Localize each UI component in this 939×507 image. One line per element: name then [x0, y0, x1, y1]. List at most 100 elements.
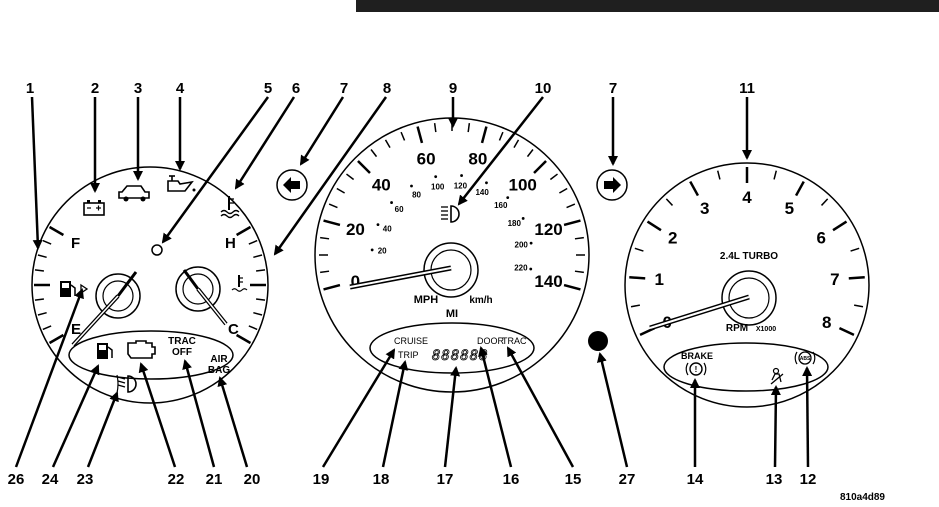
- kmh-label: 80: [412, 191, 421, 200]
- tach-warning-panel: [663, 342, 829, 392]
- callout-23: 23: [77, 471, 94, 488]
- aux-gauge-tick: [48, 225, 65, 237]
- kmh-label: 180: [508, 219, 522, 228]
- indicator-dot-5: [151, 244, 163, 256]
- speedo-tick: [563, 283, 581, 291]
- callout-10: 10: [535, 80, 552, 97]
- temp-hot-label: H: [225, 235, 236, 252]
- speedo-tick: [549, 173, 558, 181]
- svg-text:!: !: [695, 365, 698, 374]
- tach-tick: [838, 326, 855, 337]
- kmh-label: 60: [395, 205, 404, 214]
- tach-tick: [850, 247, 860, 252]
- kmh-label: 20: [378, 247, 387, 256]
- trac-indicator: TRAC: [502, 336, 527, 346]
- aux-gauge-tick: [235, 225, 252, 237]
- callout-1: 1: [26, 80, 34, 97]
- kmh-label: 220: [514, 263, 528, 272]
- callout-numbers: 1 2 3 4 5 6 7 8 9 10 7 11 26 24 23 22 21…: [8, 80, 817, 488]
- speedo-tick: [328, 203, 338, 209]
- speedo-mph-unit: MPH: [414, 294, 439, 306]
- door-indicator: DOOR: [477, 336, 505, 346]
- callout-12: 12: [800, 471, 817, 488]
- tach-tick: [848, 276, 865, 280]
- kmh-tick: [370, 248, 374, 252]
- trac-off-label-2: OFF: [172, 347, 192, 358]
- callout-13: 13: [766, 471, 783, 488]
- speedo-tick: [384, 139, 391, 148]
- tach-tick: [716, 170, 721, 180]
- kmh-tick: [529, 241, 533, 245]
- trip-indicator: TRIP: [398, 350, 419, 360]
- tach-label: 3: [700, 199, 709, 218]
- speedo-tick: [526, 149, 534, 158]
- speedo-tick: [574, 236, 584, 240]
- fuel-empty-label: E: [71, 321, 81, 338]
- callout-5: 5: [264, 80, 272, 97]
- fuel-pump-icon: [97, 343, 113, 359]
- callout-6: 6: [292, 80, 300, 97]
- tach-label: 5: [785, 199, 794, 218]
- aux-gauge-tick: [37, 254, 47, 259]
- kmh-label: 140: [475, 188, 489, 197]
- check-engine-icon: [127, 340, 156, 359]
- top-black-bar: [356, 0, 939, 12]
- kmh-tick: [485, 181, 488, 185]
- callout-2: 2: [91, 80, 99, 97]
- kmh-tick: [376, 223, 380, 227]
- speedo-tick: [400, 131, 406, 141]
- speedo-tick: [433, 123, 437, 133]
- tach-tick: [773, 170, 778, 180]
- speedo-kmh-unit: km/h: [469, 295, 492, 306]
- callout-22: 22: [168, 471, 185, 488]
- tach-tick: [665, 198, 674, 206]
- tach-tick: [630, 304, 641, 308]
- left-warning-panel: [68, 330, 234, 380]
- speedo-tick: [480, 126, 488, 144]
- kmh-label: 200: [515, 241, 529, 250]
- callout-4: 4: [176, 80, 185, 97]
- callout-18: 18: [373, 471, 390, 488]
- indicator-dot-27: [588, 331, 608, 351]
- seatbelt-icon: [770, 367, 784, 385]
- cruise-indicator: CRUISE: [394, 336, 428, 346]
- kmh-tick: [506, 196, 510, 200]
- coolant-temp-icon: [220, 196, 240, 219]
- tach-tick: [794, 180, 805, 197]
- callout-15: 15: [565, 471, 582, 488]
- callout-3: 3: [134, 80, 142, 97]
- tach-label: 1: [654, 270, 663, 289]
- tach-tick: [634, 247, 644, 252]
- aux-gauge-tick: [253, 254, 263, 259]
- speedo-tick: [498, 131, 504, 141]
- speedo-tick: [323, 219, 341, 227]
- abs-icon: ABS: [794, 351, 816, 365]
- speedo-tick: [574, 270, 584, 274]
- callout-7-right: 7: [609, 80, 617, 97]
- tach-tick: [832, 220, 848, 232]
- speedo-mi-unit: MI: [446, 308, 458, 320]
- callout-7-left: 7: [340, 80, 348, 97]
- callout-19: 19: [313, 471, 330, 488]
- aux-gauge-tick: [34, 269, 45, 272]
- tach-tick: [853, 304, 864, 308]
- kmh-label: 120: [454, 182, 468, 191]
- aux-gauge-tick: [255, 269, 266, 272]
- air-bag-label-2: BAG: [208, 365, 230, 376]
- fuel-gauge: [71, 271, 141, 347]
- kmh-tick: [521, 217, 525, 220]
- aux-gauge-tick: [37, 311, 47, 316]
- mph-label: 60: [417, 149, 436, 168]
- rpm-unit-label: RPM: [726, 323, 748, 334]
- speedo-tick: [346, 173, 355, 181]
- fuel-full-label: F: [71, 235, 80, 252]
- brake-warning-icon: !: [685, 362, 707, 376]
- air-bag-label-1: AIR: [210, 354, 228, 365]
- tach-label: 7: [830, 270, 839, 289]
- coolant-temp-small-icon: [231, 275, 248, 292]
- brake-label: BRAKE: [681, 351, 713, 361]
- speedo-tick: [467, 123, 471, 133]
- temp-cold-label: C: [228, 321, 239, 338]
- tach-tick: [629, 276, 646, 280]
